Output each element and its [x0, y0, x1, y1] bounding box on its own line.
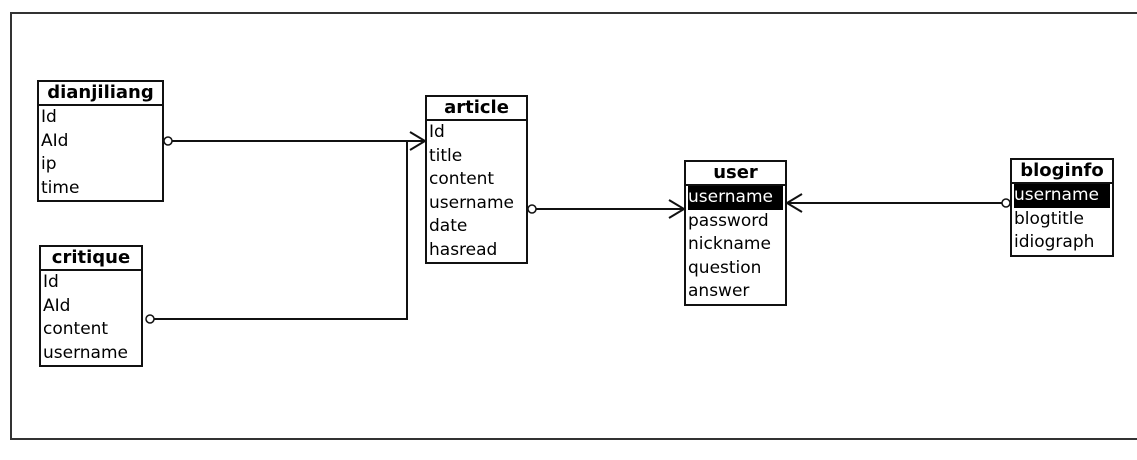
field-aid[interactable]: AId: [41, 130, 69, 151]
field-list: username password nickname question answ…: [686, 186, 785, 304]
field-time[interactable]: time: [41, 177, 80, 198]
entity-title: critique: [41, 247, 141, 271]
field-id[interactable]: Id: [429, 122, 445, 142]
field-question[interactable]: question: [688, 257, 762, 278]
field-id[interactable]: Id: [41, 107, 57, 127]
field-username[interactable]: username: [43, 342, 128, 363]
entity-user[interactable]: user username password nickname question…: [684, 160, 787, 306]
field-idiograph[interactable]: idiograph: [1014, 232, 1095, 252]
field-hasread[interactable]: hasread: [429, 239, 498, 260]
field-list: Id AId ip time: [39, 106, 162, 200]
field-content[interactable]: content: [43, 319, 109, 339]
zero-end-marker: [145, 314, 155, 324]
field-ip[interactable]: ip: [41, 154, 57, 174]
entity-article[interactable]: article Id title content username date h…: [425, 95, 528, 264]
field-date[interactable]: date: [429, 216, 468, 236]
zero-end-marker: [1001, 198, 1011, 208]
field-aid[interactable]: AId: [43, 295, 71, 316]
field-list: username blogtitle idiograph: [1012, 184, 1112, 255]
field-username[interactable]: username: [688, 186, 783, 210]
relationship-bloginfo-user: [785, 193, 1011, 213]
entity-title: article: [427, 97, 526, 121]
diagram-canvas: [10, 12, 1137, 440]
entity-title: dianjiliang: [39, 82, 162, 106]
field-password[interactable]: password: [688, 210, 769, 231]
zero-end-marker: [163, 136, 173, 146]
crowfoot-marker: [785, 193, 803, 213]
entity-bloginfo[interactable]: bloginfo username blogtitle idiograph: [1010, 158, 1114, 257]
field-username[interactable]: username: [429, 192, 514, 213]
relationship-dianjiliang-article: [163, 131, 427, 151]
relationship-critique-article: [145, 141, 408, 324]
field-content[interactable]: content: [429, 169, 495, 189]
field-id[interactable]: Id: [43, 272, 59, 292]
entity-dianjiliang[interactable]: dianjiliang Id AId ip time: [37, 80, 164, 202]
field-username[interactable]: username: [1014, 184, 1110, 208]
entity-title: user: [686, 162, 785, 186]
field-list: Id AId content username: [41, 271, 141, 365]
field-title[interactable]: title: [429, 145, 463, 166]
entity-critique[interactable]: critique Id AId content username: [39, 245, 143, 367]
field-blogtitle[interactable]: blogtitle: [1014, 208, 1084, 229]
entity-title: bloginfo: [1012, 160, 1112, 184]
field-list: Id title content username date hasread: [427, 121, 526, 262]
field-nickname[interactable]: nickname: [688, 234, 771, 254]
relationship-article-user: [527, 199, 686, 219]
field-answer[interactable]: answer: [688, 281, 750, 301]
zero-end-marker: [527, 204, 537, 214]
